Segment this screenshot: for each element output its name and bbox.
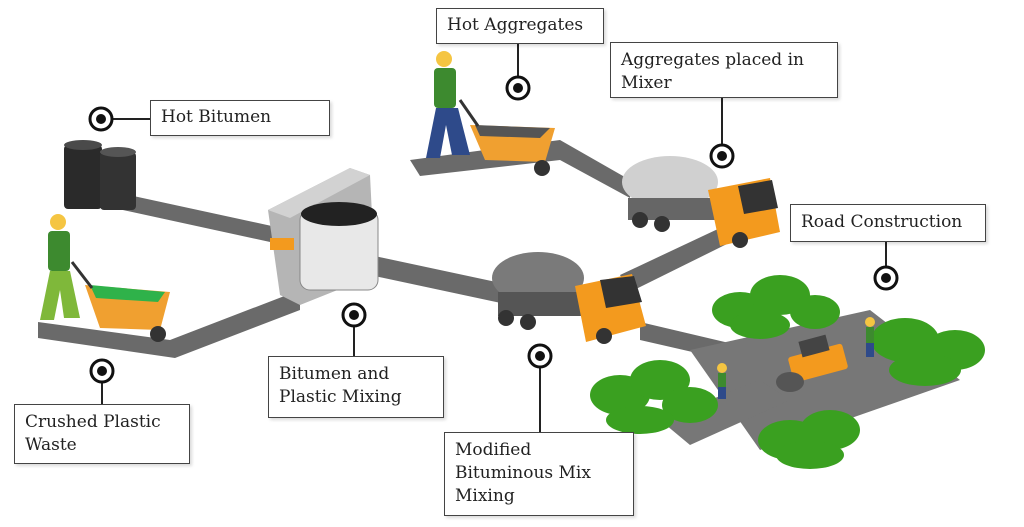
tree-cluster-right <box>871 318 985 386</box>
conveyor-truck-to-truck <box>620 228 735 292</box>
road-worker-2 <box>717 363 727 399</box>
label-modified-mix-mixing: Modified Bituminous Mix Mixing <box>444 432 634 516</box>
marker-hot-bitumen-icon <box>88 106 114 132</box>
tree-cluster-bottom <box>758 410 860 469</box>
aggregate-worker <box>426 51 470 158</box>
label-crushed-plastic-waste: Crushed Plastic Waste <box>14 404 190 464</box>
mixer-truck-upper <box>622 156 780 248</box>
label-bitumen-plastic-mixing: Bitumen and Plastic Mixing <box>268 356 444 418</box>
marker-aggregates-placed-icon <box>709 143 735 169</box>
marker-hot-aggregates-icon <box>505 75 531 101</box>
label-hot-bitumen: Hot Bitumen <box>150 100 330 136</box>
label-aggregates-placed-in-mixer: Aggregates placed in Mixer <box>610 42 838 98</box>
bitumen-barrels <box>64 140 136 210</box>
mixer-machine <box>268 168 379 305</box>
callout-markers <box>88 75 899 384</box>
road-cross <box>660 380 790 445</box>
conveyor-mixer-to-truck <box>370 255 510 305</box>
tree-cluster-left <box>590 360 718 434</box>
road-roller <box>776 334 848 392</box>
marker-bitumen-plastic-icon <box>341 302 367 328</box>
mixer-truck-lower <box>492 252 646 344</box>
callout-leaders <box>101 44 887 432</box>
plastic-wheelbarrow <box>70 261 170 342</box>
marker-crushed-plastic-icon <box>89 358 115 384</box>
plastic-worker <box>40 214 80 320</box>
road-worker-1 <box>865 317 875 357</box>
tree-cluster-top <box>712 275 840 339</box>
conveyor-bitumen-to-mixer <box>100 190 290 245</box>
road-section <box>590 275 985 469</box>
label-hot-aggregates: Hot Aggregates <box>436 8 604 44</box>
label-road-construction: Road Construction <box>790 204 986 242</box>
marker-modified-mix-icon <box>527 343 553 369</box>
marker-road-construction-icon <box>873 265 899 291</box>
aggregate-wheelbarrow <box>458 99 555 176</box>
conveyor-waste-to-mixer <box>38 290 300 358</box>
